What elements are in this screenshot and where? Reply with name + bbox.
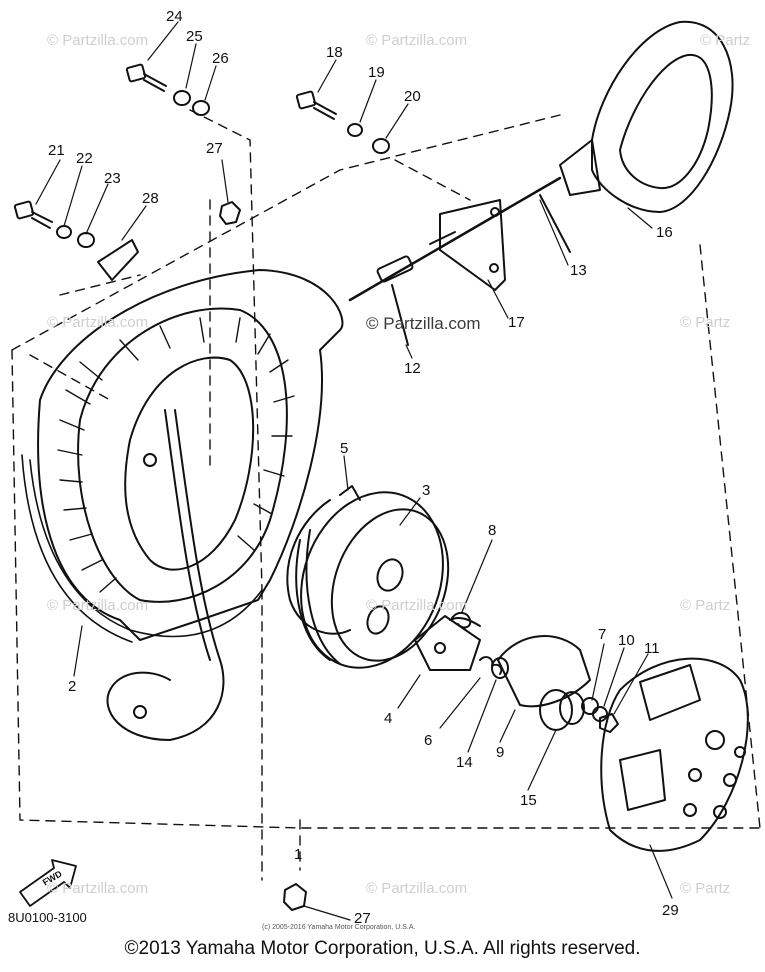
plate-9 — [497, 635, 591, 708]
starter-rope — [106, 409, 225, 741]
callout-10[interactable]: 10 — [618, 632, 635, 649]
watermark: © Partzilla.com — [47, 314, 149, 331]
callout-23[interactable]: 23 — [104, 170, 121, 187]
fwd-arrow-icon — [19, 859, 77, 907]
callout-15[interactable]: 15 — [520, 792, 537, 809]
callout-25[interactable]: 25 — [186, 28, 203, 45]
watermark: © Partzilla.com — [47, 597, 149, 614]
washer-22 — [56, 225, 72, 239]
callout-14[interactable]: 14 — [456, 754, 473, 771]
gasket-2 — [29, 459, 263, 638]
washer-23 — [77, 232, 95, 248]
reel-3 — [295, 491, 450, 669]
starter-handle-16 — [559, 20, 734, 213]
leader-lines — [35, 21, 673, 921]
starter-case-1 — [37, 269, 344, 641]
callout-5[interactable]: 5 — [340, 440, 349, 457]
callout-20[interactable]: 20 — [404, 88, 421, 105]
bolt-18 — [295, 90, 337, 120]
copyright-notice: ©2013 Yamaha Motor Corporation, U.S.A. A… — [124, 938, 641, 959]
callout-4[interactable]: 4 — [384, 710, 393, 727]
callout-3[interactable]: 3 — [422, 482, 431, 499]
watermark: © Partzilla.com — [47, 32, 149, 49]
spring-14 — [479, 656, 509, 679]
callout-11[interactable]: 11 — [644, 640, 660, 657]
washer-7 — [581, 697, 599, 715]
watermark: © Partzilla.com — [366, 880, 468, 897]
callout-29[interactable]: 29 — [662, 902, 679, 919]
callout-7[interactable]: 7 — [598, 626, 607, 643]
callout-6[interactable]: 6 — [424, 732, 433, 749]
washer-20 — [372, 138, 390, 154]
callout-13[interactable]: 13 — [570, 262, 587, 279]
diagram-code: 8U0100-3100 — [8, 910, 87, 925]
callout-8[interactable]: 8 — [488, 522, 497, 539]
nut-27-top — [219, 201, 241, 225]
callout-12[interactable]: 12 — [404, 360, 421, 377]
watermark: © Partzilla.com — [366, 314, 481, 333]
callout-1[interactable]: 1 — [294, 846, 303, 863]
watermark: © Partzilla.com — [366, 597, 468, 614]
nut-11 — [599, 713, 619, 733]
bolt-24 — [125, 63, 167, 92]
bracket-17 — [439, 199, 506, 291]
callout-27[interactable]: 27 — [206, 140, 223, 157]
nut-27-bottom — [283, 883, 307, 911]
pawl-spring-8 — [451, 612, 472, 629]
bracket-hole — [489, 263, 499, 273]
callout-18[interactable]: 18 — [326, 44, 343, 61]
recoil-spring-5 — [286, 485, 361, 635]
gasket-2-edge — [21, 454, 133, 643]
cable-end-12 — [376, 255, 414, 346]
bracket-28 — [97, 239, 139, 281]
watermark: © Partz — [700, 32, 751, 49]
pulley-29 — [600, 657, 749, 852]
small-copyright: (c) 2005-2016 Yamaha Motor Corporation, … — [262, 924, 416, 931]
bolt-21 — [13, 200, 53, 229]
watermark: © Partzilla.com — [366, 32, 468, 49]
callout-24[interactable]: 24 — [166, 8, 183, 25]
washer-25 — [173, 90, 191, 106]
callout-9[interactable]: 9 — [496, 744, 505, 761]
collar-15 — [539, 689, 585, 731]
washer-19 — [347, 123, 363, 137]
callout-22[interactable]: 22 — [76, 150, 93, 167]
watermark: © Partz — [680, 880, 731, 897]
assembly-frame — [11, 109, 761, 881]
callout-21[interactable]: 21 — [48, 142, 65, 159]
callout-26[interactable]: 26 — [212, 50, 229, 67]
watermark: © Partz — [680, 314, 731, 331]
watermark: © Partz — [680, 597, 731, 614]
washer-26 — [192, 100, 210, 116]
callout-16[interactable]: 16 — [656, 224, 673, 241]
cable-13 — [348, 176, 571, 302]
callout-2[interactable]: 2 — [68, 678, 77, 695]
callout-19[interactable]: 19 — [368, 64, 385, 81]
callout-17[interactable]: 17 — [508, 314, 525, 331]
callout-27-bottom[interactable]: 27 — [354, 910, 371, 927]
watermark: © Partzilla.com — [47, 880, 149, 897]
pawl-4 — [414, 615, 481, 671]
bracket-hole — [490, 207, 500, 217]
callout-28[interactable]: 28 — [142, 190, 159, 207]
